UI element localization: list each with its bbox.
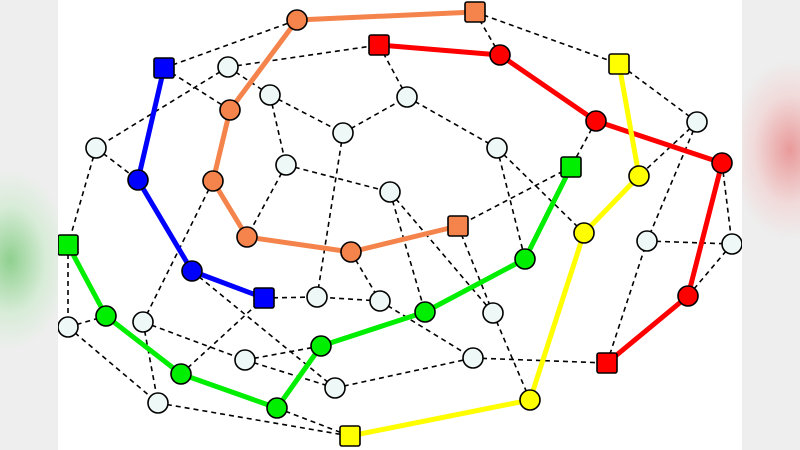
edge-w8-w10 — [646, 121, 698, 242]
yellow-node-a[interactable] — [628, 165, 650, 187]
edge-w15-S — [67, 315, 107, 328]
edge-w14-c — [492, 312, 531, 401]
blue-endpoint-square-Q[interactable] — [253, 287, 275, 309]
edge-w8-a — [638, 121, 698, 177]
edge-P-w18 — [191, 270, 336, 389]
edge-N-C — [163, 67, 231, 111]
edge-w1-w5 — [95, 66, 229, 149]
empty-node-w5[interactable] — [85, 137, 107, 159]
edge-w5-R — [67, 147, 97, 246]
red-node-K[interactable] — [711, 152, 733, 174]
edge-w9-W — [389, 191, 426, 313]
graph-canvas — [58, 0, 742, 450]
blue-path — [135, 65, 267, 301]
edge-w3-w7 — [406, 96, 498, 149]
yellow-endpoint-square-Z[interactable] — [608, 53, 630, 75]
empty-node-w13[interactable] — [369, 290, 391, 312]
orange-node-F[interactable] — [340, 241, 362, 263]
blue-endpoint-square-N[interactable] — [153, 57, 175, 79]
orange-node-D[interactable] — [202, 170, 224, 192]
green-endpoint-square-R[interactable] — [58, 234, 79, 256]
edge-w10-w11 — [646, 240, 733, 245]
red-node-J[interactable] — [585, 110, 607, 132]
blue-node-O[interactable] — [127, 169, 149, 191]
empty-node-w8[interactable] — [686, 111, 708, 133]
edge-w4-w3 — [342, 96, 408, 134]
empty-node-w17[interactable] — [234, 349, 256, 371]
red-node-I[interactable] — [489, 44, 511, 66]
edge-T-Q — [180, 297, 265, 375]
orange-endpoint-square-G[interactable] — [447, 215, 469, 237]
empty-node-w14[interactable] — [482, 302, 504, 324]
edge-N-B — [163, 19, 298, 69]
edge-w15-w20 — [67, 326, 159, 404]
empty-node-w2[interactable] — [259, 84, 281, 106]
graph-diagram — [58, 1, 742, 447]
empty-node-w10[interactable] — [636, 230, 658, 252]
edge-M-w10 — [606, 240, 648, 364]
empty-node-w1[interactable] — [217, 56, 239, 78]
red-endpoint-square-H[interactable] — [368, 34, 390, 56]
edge-w8-Z — [618, 63, 698, 123]
edge-K-w11 — [721, 162, 733, 245]
orange-node-E[interactable] — [236, 226, 258, 248]
empty-node-w18[interactable] — [324, 377, 346, 399]
edge-w4-w12 — [316, 132, 344, 298]
yellow-endpoint-square-d[interactable] — [339, 425, 361, 447]
edge-w2-w6 — [269, 94, 287, 166]
empty-node-w20[interactable] — [147, 392, 169, 414]
empty-node-w15[interactable] — [58, 316, 79, 338]
green-path — [65, 164, 574, 411]
green-node-X[interactable] — [514, 248, 536, 270]
edge-w7-b — [496, 147, 585, 234]
empty-node-w7[interactable] — [486, 137, 508, 159]
green-node-T[interactable] — [170, 363, 192, 385]
edge-w18-w19 — [334, 357, 474, 389]
empty-node-w3[interactable] — [396, 86, 418, 108]
red-node-L[interactable] — [677, 285, 699, 307]
orange-endpoint-square-A[interactable] — [464, 1, 486, 23]
edge-Y-G — [457, 166, 572, 227]
graph-nodes — [58, 1, 742, 447]
edge-w9-w14 — [389, 191, 494, 314]
edge-w1-H — [227, 44, 380, 68]
empty-node-w12[interactable] — [306, 286, 328, 308]
edge-w16-w17 — [142, 321, 246, 361]
green-node-V[interactable] — [310, 335, 332, 357]
edge-w19-M — [472, 357, 608, 364]
empty-node-w9[interactable] — [379, 181, 401, 203]
blurred-background-right — [740, 0, 800, 450]
edge-w13-w19 — [379, 300, 474, 359]
blue-node-P[interactable] — [181, 260, 203, 282]
edge-A-Z — [474, 11, 620, 65]
edge-w11-L — [687, 243, 733, 297]
empty-node-w19[interactable] — [462, 347, 484, 369]
empty-node-w16[interactable] — [132, 311, 154, 333]
empty-node-w11[interactable] — [721, 233, 742, 255]
empty-node-w6[interactable] — [275, 154, 297, 176]
edge-G-w14 — [457, 225, 494, 314]
edge-w7-X — [496, 147, 526, 260]
yellow-node-b[interactable] — [573, 222, 595, 244]
edge-w20-d — [157, 402, 351, 437]
edge-w6-E — [246, 164, 287, 238]
orange-node-B[interactable] — [286, 9, 308, 31]
empty-node-w4[interactable] — [332, 122, 354, 144]
green-endpoint-square-Y[interactable] — [560, 156, 582, 178]
edge-w2-w4 — [269, 94, 344, 134]
red-path — [376, 42, 725, 366]
edge-U-d — [276, 407, 351, 437]
edge-w16-w20 — [142, 321, 159, 404]
dashed-edges — [67, 11, 733, 437]
green-node-W[interactable] — [414, 301, 436, 323]
green-node-S[interactable] — [95, 305, 117, 327]
blurred-background-left — [0, 0, 60, 450]
edge-w17-w18 — [244, 359, 336, 389]
yellow-node-c[interactable] — [519, 389, 541, 411]
orange-node-C[interactable] — [219, 99, 241, 121]
red-endpoint-square-M[interactable] — [596, 352, 618, 374]
green-node-U[interactable] — [266, 397, 288, 419]
edge-w17-V — [244, 345, 322, 361]
